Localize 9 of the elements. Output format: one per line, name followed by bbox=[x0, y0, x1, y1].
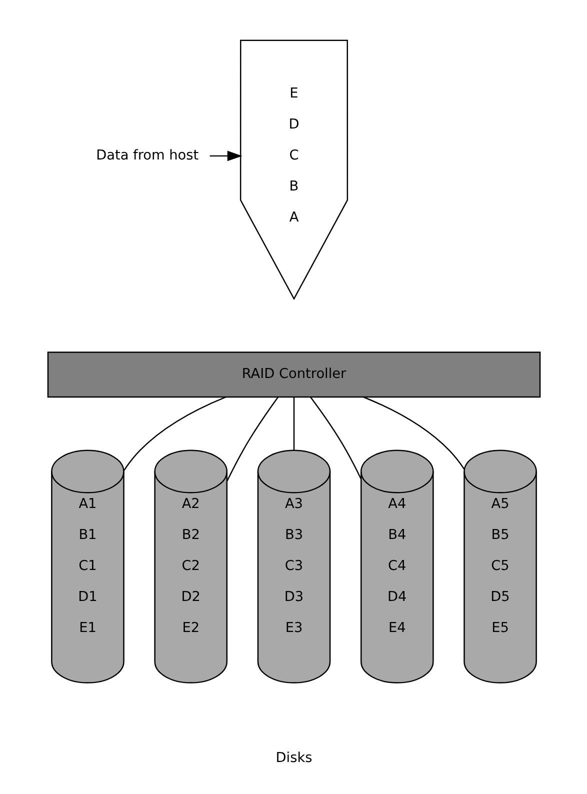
connector bbox=[226, 396, 278, 482]
connector bbox=[362, 396, 464, 470]
connector bbox=[122, 396, 226, 472]
node-box: RAID Controller bbox=[46, 352, 540, 398]
node-text: Data from host bbox=[96, 147, 198, 164]
connector bbox=[292, 397, 294, 450]
connector bbox=[309, 396, 362, 480]
label: Disks bbox=[275, 750, 312, 766]
arrow bbox=[209, 150, 242, 162]
